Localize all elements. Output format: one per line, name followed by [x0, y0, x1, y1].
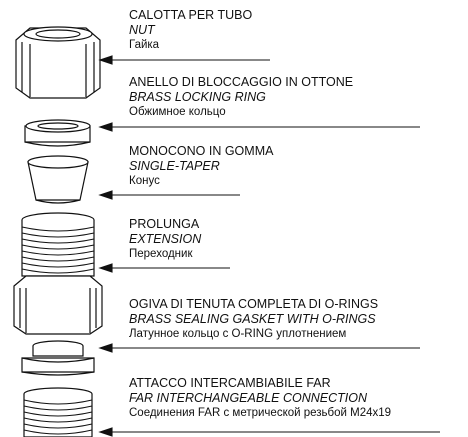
label-cone-english: SINGLE-TAPER — [129, 159, 220, 173]
label-ring-italian: ANELLO DI BLOCCAGGIO IN OTTONE — [129, 75, 354, 89]
label-nut: CALOTTA PER TUBO NUT Гайка — [129, 8, 252, 53]
label-extension-russian: Переходник — [129, 248, 193, 260]
leader-arrow-connection — [98, 427, 440, 437]
label-nut-russian: Гайка — [129, 39, 160, 51]
leader-arrow-nut — [98, 55, 270, 65]
leader-arrow-extension — [98, 263, 230, 273]
label-cone-russian: Конус — [129, 175, 160, 187]
connection-part — [23, 387, 93, 437]
label-gasket-russian: Латунное кольцо с O-RING уплотнением — [129, 328, 347, 340]
label-nut-italian: CALOTTA PER TUBO — [129, 8, 253, 22]
label-ring: ANELLO DI BLOCCAGGIO IN OTTONE BRASS LOC… — [129, 75, 353, 120]
cone-part — [27, 155, 89, 204]
leader-arrow-cone — [98, 190, 240, 200]
leader-arrow-gasket — [98, 343, 420, 353]
label-extension-english: EXTENSION — [129, 232, 202, 246]
label-connection: ATTACCO INTERCAMBIABILE FAR FAR INTERCHA… — [129, 376, 391, 421]
label-cone-italian: MONOCONO IN GOMMA — [129, 144, 274, 158]
label-gasket-italian: OGIVA DI TENUTA COMPLETA DI O-RINGS — [129, 297, 379, 311]
label-connection-english: FAR INTERCHANGEABLE CONNECTION — [129, 391, 367, 405]
label-connection-italian: ATTACCO INTERCAMBIABILE FAR — [129, 376, 331, 390]
gasket-part — [21, 340, 95, 376]
leader-arrow-ring — [98, 122, 420, 132]
locking-ring-part — [24, 119, 91, 147]
label-nut-english: NUT — [129, 23, 155, 37]
label-ring-russian: Обжимное кольцо — [129, 106, 226, 118]
label-extension: PROLUNGA EXTENSION Переходник — [129, 217, 201, 262]
nut-part — [15, 26, 101, 99]
label-cone: MONOCONO IN GOMMA SINGLE-TAPER Конус — [129, 144, 273, 189]
label-gasket: OGIVA DI TENUTA COMPLETA DI O-RINGS BRAS… — [129, 297, 378, 342]
label-gasket-english: BRASS SEALING GASKET WITH O-RINGS — [129, 312, 376, 326]
label-ring-english: BRASS LOCKING RING — [129, 90, 266, 104]
extension-part — [13, 212, 103, 335]
label-extension-italian: PROLUNGA — [129, 217, 200, 231]
label-connection-russian: Соединения FAR с метрической резьбой M24… — [129, 407, 392, 419]
